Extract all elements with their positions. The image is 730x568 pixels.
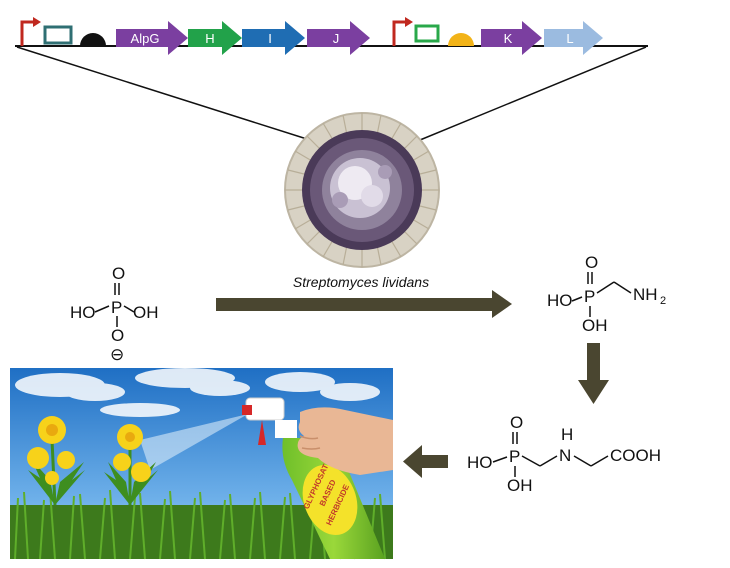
- svg-text:N: N: [559, 446, 571, 465]
- molecule-phosphite: O P HO OH O ⊖: [70, 264, 159, 364]
- zoom-line-right: [419, 46, 647, 141]
- gene-arrow-i: [242, 21, 305, 55]
- process-arrow-main: [216, 290, 512, 318]
- gene-label-h: H: [205, 31, 214, 46]
- svg-text:P: P: [111, 298, 122, 317]
- promoter-1-arrowhead: [33, 17, 41, 27]
- gene-arrow-k: [481, 21, 542, 55]
- gene-arrow-j: [307, 21, 370, 55]
- gene-cluster: AlpG H I J K L: [15, 17, 648, 55]
- gene-arrow-h: [188, 21, 242, 55]
- svg-text:NH: NH: [633, 285, 658, 304]
- gene-label-alpg: AlpG: [131, 31, 160, 46]
- svg-text:HO: HO: [547, 291, 573, 310]
- gene-arrow-alpg: [116, 21, 188, 55]
- svg-text:HO: HO: [467, 453, 493, 472]
- rbs-box-2-icon: [414, 24, 440, 43]
- svg-text:OH: OH: [507, 476, 533, 495]
- gene-label-j: J: [333, 31, 340, 46]
- svg-text:COOH: COOH: [610, 446, 661, 465]
- svg-text:O: O: [585, 253, 598, 272]
- svg-text:2: 2: [660, 295, 666, 307]
- promoter-1-icon: [20, 20, 34, 46]
- organism-label: Streptomyces lividans: [293, 274, 429, 290]
- svg-text:O: O: [112, 264, 125, 283]
- svg-text:OH: OH: [582, 316, 608, 335]
- dandelion-left: [27, 416, 85, 506]
- dandelion-right: [104, 424, 158, 505]
- rbs-box-1-icon: [43, 25, 73, 45]
- svg-text:P: P: [509, 447, 520, 466]
- spray-bottle: GLYPHOSATE- BASED HERBICIDE: [242, 397, 385, 559]
- molecule-glyphosate: O P HO OH H N COOH: [467, 413, 661, 495]
- svg-text:P: P: [584, 287, 595, 306]
- terminator-2-icon: [448, 33, 474, 46]
- svg-text:O: O: [111, 326, 124, 345]
- gene-arrow-l: [544, 21, 603, 55]
- svg-text:O: O: [510, 413, 523, 432]
- svg-text:⊖: ⊖: [110, 345, 124, 364]
- zoom-line-left: [16, 46, 311, 141]
- terminator-1-icon: [80, 33, 106, 46]
- colony-image: [284, 112, 440, 268]
- hand: [297, 407, 393, 475]
- gene-label-k: K: [504, 31, 513, 46]
- svg-text:OH: OH: [133, 303, 159, 322]
- gene-label-l: L: [566, 31, 573, 46]
- gene-label-i: I: [268, 31, 272, 46]
- process-arrow-left: [403, 445, 448, 478]
- promoter-2-icon: [392, 20, 406, 46]
- molecule-aminomethylphosphonate: O P HO OH NH 2: [547, 253, 666, 335]
- herbicide-spray-photo: GLYPHOSATE- BASED HERBICIDE: [10, 368, 393, 560]
- svg-text:H: H: [561, 425, 573, 444]
- process-arrow-down: [578, 343, 609, 404]
- promoter-2-arrowhead: [405, 17, 413, 27]
- svg-text:HO: HO: [70, 303, 96, 322]
